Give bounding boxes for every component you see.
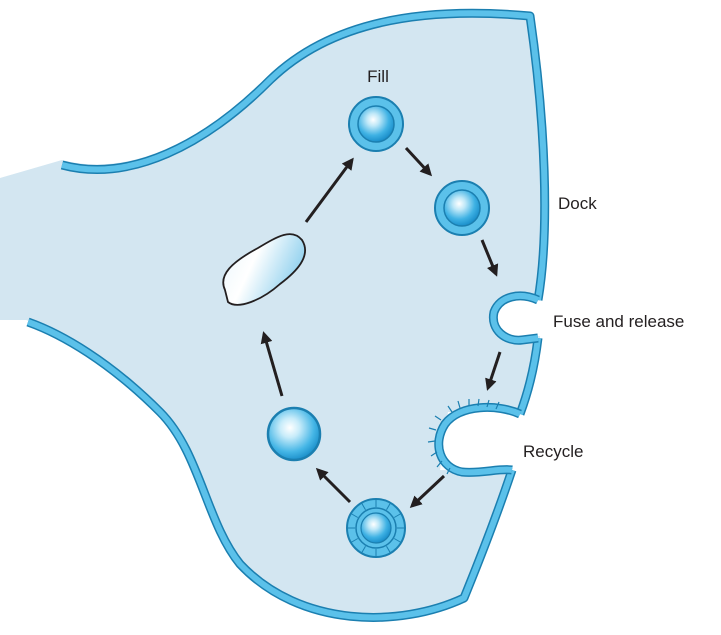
arrow-uncoated-to-endosome [260, 331, 284, 397]
arrow-coated-to-uncoated [315, 467, 352, 504]
label-fill: Fill [367, 67, 389, 86]
arrow-fill-to-dock [404, 146, 433, 177]
vesicle-coated [346, 498, 406, 558]
vesicle-docked [434, 180, 490, 236]
vesicle-uncoated [266, 406, 322, 462]
label-dock: Dock [558, 194, 597, 213]
endosome [222, 233, 306, 306]
arrow-fuse-to-recycle [485, 351, 502, 391]
arrow-recycle-to-coated [409, 474, 446, 509]
clathrin-coat [427, 398, 500, 475]
label-recycle: Recycle [523, 442, 583, 461]
arrow-endosome-to-fill [304, 157, 354, 223]
terminal-cytoplasm [0, 9, 547, 618]
terminal-membrane-lower-inner [27, 319, 541, 621]
arrow-dock-to-fuse [480, 239, 499, 277]
terminal-membrane-top-inner [61, 10, 548, 301]
label-fuse-and-release: Fuse and release [553, 312, 684, 331]
endocytic-pit-inner [435, 404, 522, 476]
fusion-pore-inner [490, 293, 540, 344]
vesicle-filled [348, 96, 404, 152]
